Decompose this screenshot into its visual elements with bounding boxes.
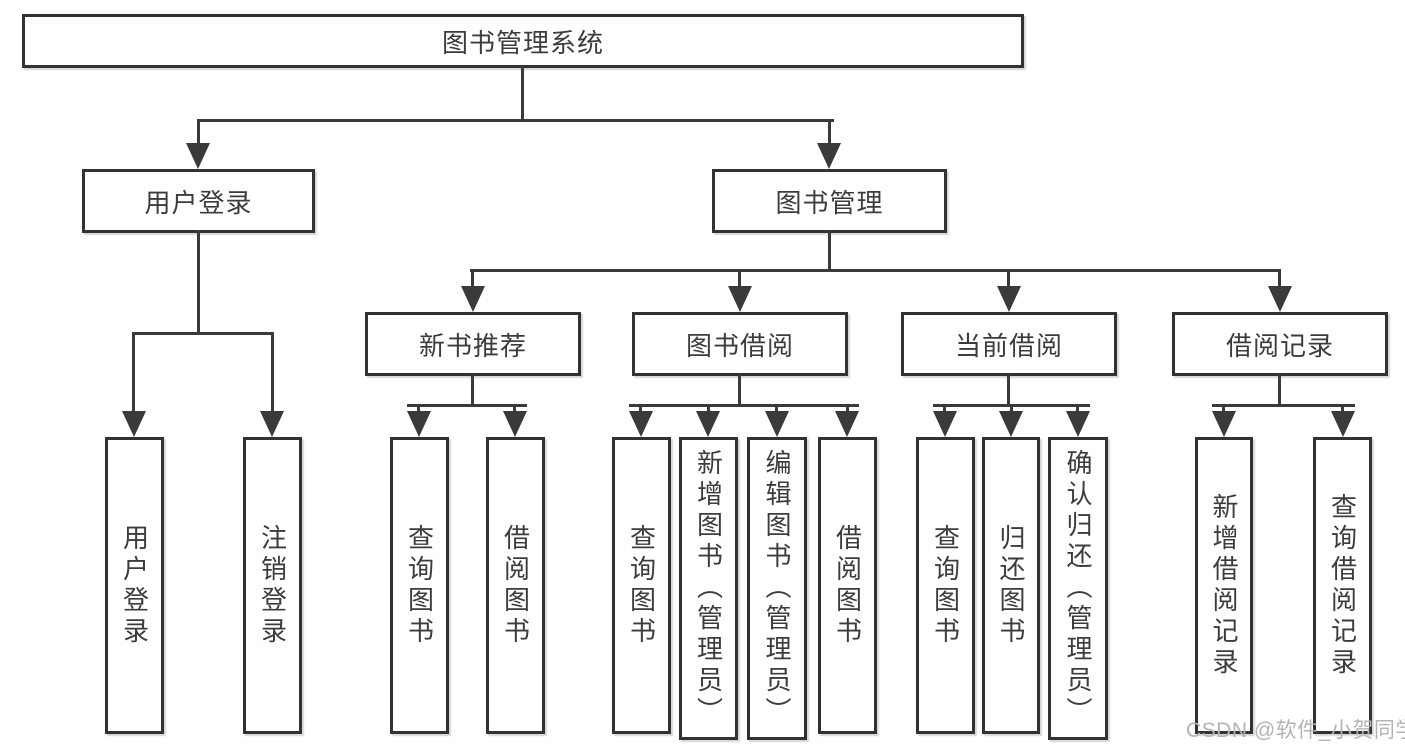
edge-book-borrow-rail: [629, 404, 859, 407]
edge-book-management-stem: [828, 230, 831, 272]
leaf-confirm-return-admin-label: 确认归还（管理员）: [1063, 449, 1093, 728]
edge-to-leaf-search-2: [639, 404, 642, 415]
arrowhead-leaf-add-record: [1212, 411, 1236, 437]
edge-to-leaf-add-record: [1222, 404, 1225, 415]
node-user-login-label: 用户登录: [144, 187, 253, 218]
edge-to-leaf-return-books: [1010, 404, 1013, 415]
edge-current-borrow-stem: [1007, 374, 1010, 407]
edge-to-leaf-borrow-1: [513, 404, 516, 415]
leaf-add-books-admin-label: 新增图书（管理员）: [693, 449, 724, 728]
arrowhead-new-book-recommend: [461, 286, 485, 312]
edge-user-login-stem: [197, 230, 200, 335]
node-new-book-recommend: 新书推荐: [365, 312, 581, 376]
leaf-user-login-label: 用户登录: [119, 523, 150, 648]
leaf-borrow-books-2: 借阅图书: [818, 437, 877, 734]
arrowhead-borrowing-records: [1268, 286, 1292, 312]
edge-new-book-rail: [407, 404, 527, 407]
leaf-search-borrow-record-label: 查询借阅记录: [1327, 492, 1358, 679]
edge-book-management-rail: [470, 269, 1281, 272]
node-user-login: 用户登录: [82, 169, 315, 233]
leaf-add-borrow-record: 新增借阅记录: [1195, 437, 1253, 734]
leaf-add-borrow-record-label: 新增借阅记录: [1209, 492, 1239, 679]
node-borrowing-records: 借阅记录: [1172, 312, 1388, 376]
arrowhead-book-borrowing: [728, 286, 752, 312]
leaf-user-login: 用户登录: [105, 437, 164, 734]
edge-to-leaf-user-login: [132, 332, 135, 413]
node-current-borrowing: 当前借阅: [901, 312, 1117, 376]
leaf-edit-books-admin: 编辑图书（管理员）: [747, 437, 807, 740]
node-library-system: 图书管理系统: [22, 14, 1024, 68]
edge-root-rail: [197, 119, 834, 122]
leaf-return-books: 归还图书: [982, 437, 1040, 734]
edge-root-to-user-login: [197, 119, 200, 146]
edge-new-book-stem: [471, 374, 474, 407]
arrowhead-leaf-borrow-2: [835, 411, 859, 437]
arrowhead-leaf-confirm-return: [1066, 411, 1090, 437]
arrowhead-leaf-return-books: [999, 411, 1023, 437]
edge-root-to-book-management: [828, 119, 831, 146]
node-book-management: 图书管理: [712, 169, 947, 233]
leaf-borrow-books-2-label: 借阅图书: [832, 523, 863, 648]
arrowhead-current-borrowing: [997, 286, 1021, 312]
edge-to-current-borrowing: [1007, 269, 1010, 289]
edge-to-book-borrowing: [738, 269, 741, 289]
leaf-return-books-label: 归还图书: [996, 523, 1026, 648]
leaf-logout-label: 注销登录: [257, 523, 288, 648]
edge-to-leaf-search-3: [943, 404, 946, 415]
arrowhead-leaf-logout: [260, 411, 284, 437]
arrowhead-book-management: [817, 143, 841, 169]
leaf-search-borrow-record: 查询借阅记录: [1313, 437, 1372, 734]
leaf-borrow-books-1-label: 借阅图书: [500, 523, 531, 648]
node-borrowing-records-label: 借阅记录: [1225, 330, 1334, 361]
edge-to-leaf-edit-books: [775, 404, 778, 415]
edge-to-leaf-search-1: [417, 404, 420, 415]
edge-to-leaf-logout: [271, 332, 274, 413]
node-book-borrowing-label: 图书借阅: [685, 330, 794, 361]
csdn-watermark: CSDN @软件_小贺同学: [1186, 719, 1405, 742]
leaf-add-books-admin: 新增图书（管理员）: [679, 437, 738, 740]
arrowhead-leaf-search-record: [1331, 411, 1355, 437]
arrowhead-leaf-add-books: [696, 411, 720, 437]
arrowhead-leaf-search-2: [629, 411, 653, 437]
edge-book-borrow-stem: [738, 374, 741, 407]
leaf-edit-books-admin-label: 编辑图书（管理员）: [762, 449, 792, 728]
node-library-system-label: 图书管理系统: [441, 27, 604, 58]
leaf-confirm-return-admin: 确认归还（管理员）: [1048, 437, 1108, 740]
arrowhead-leaf-borrow-1: [503, 411, 527, 437]
arrowhead-leaf-user-login: [122, 411, 146, 437]
arrowhead-user-login: [186, 143, 210, 169]
edge-to-leaf-search-record: [1341, 404, 1344, 415]
edge-root-stem: [521, 66, 524, 122]
edge-records-rail: [1212, 404, 1355, 407]
arrowhead-leaf-search-3: [933, 411, 957, 437]
edge-to-new-book-recommend: [471, 269, 474, 289]
arrowhead-leaf-edit-books: [765, 411, 789, 437]
edge-to-leaf-add-books: [707, 404, 710, 415]
edge-to-leaf-borrow-2: [846, 404, 849, 415]
leaf-search-books-1-label: 查询图书: [404, 523, 435, 648]
edge-to-borrowing-records: [1278, 269, 1281, 289]
node-new-book-recommend-label: 新书推荐: [418, 330, 527, 361]
leaf-search-books-2: 查询图书: [612, 437, 671, 734]
edge-records-stem: [1278, 374, 1281, 407]
arrowhead-leaf-search-1: [407, 411, 431, 437]
edge-to-leaf-confirm-return: [1076, 404, 1079, 415]
leaf-borrow-books-1: 借阅图书: [486, 437, 545, 734]
leaf-search-books-3-label: 查询图书: [930, 523, 961, 648]
node-current-borrowing-label: 当前借阅: [954, 330, 1063, 361]
edge-user-login-rail: [132, 332, 274, 335]
leaf-search-books-2-label: 查询图书: [626, 523, 657, 648]
node-book-management-label: 图书管理: [775, 187, 884, 218]
leaf-search-books-1: 查询图书: [390, 437, 449, 734]
leaf-search-books-3: 查询图书: [916, 437, 975, 734]
leaf-logout: 注销登录: [243, 437, 302, 734]
node-book-borrowing: 图书借阅: [632, 312, 848, 376]
